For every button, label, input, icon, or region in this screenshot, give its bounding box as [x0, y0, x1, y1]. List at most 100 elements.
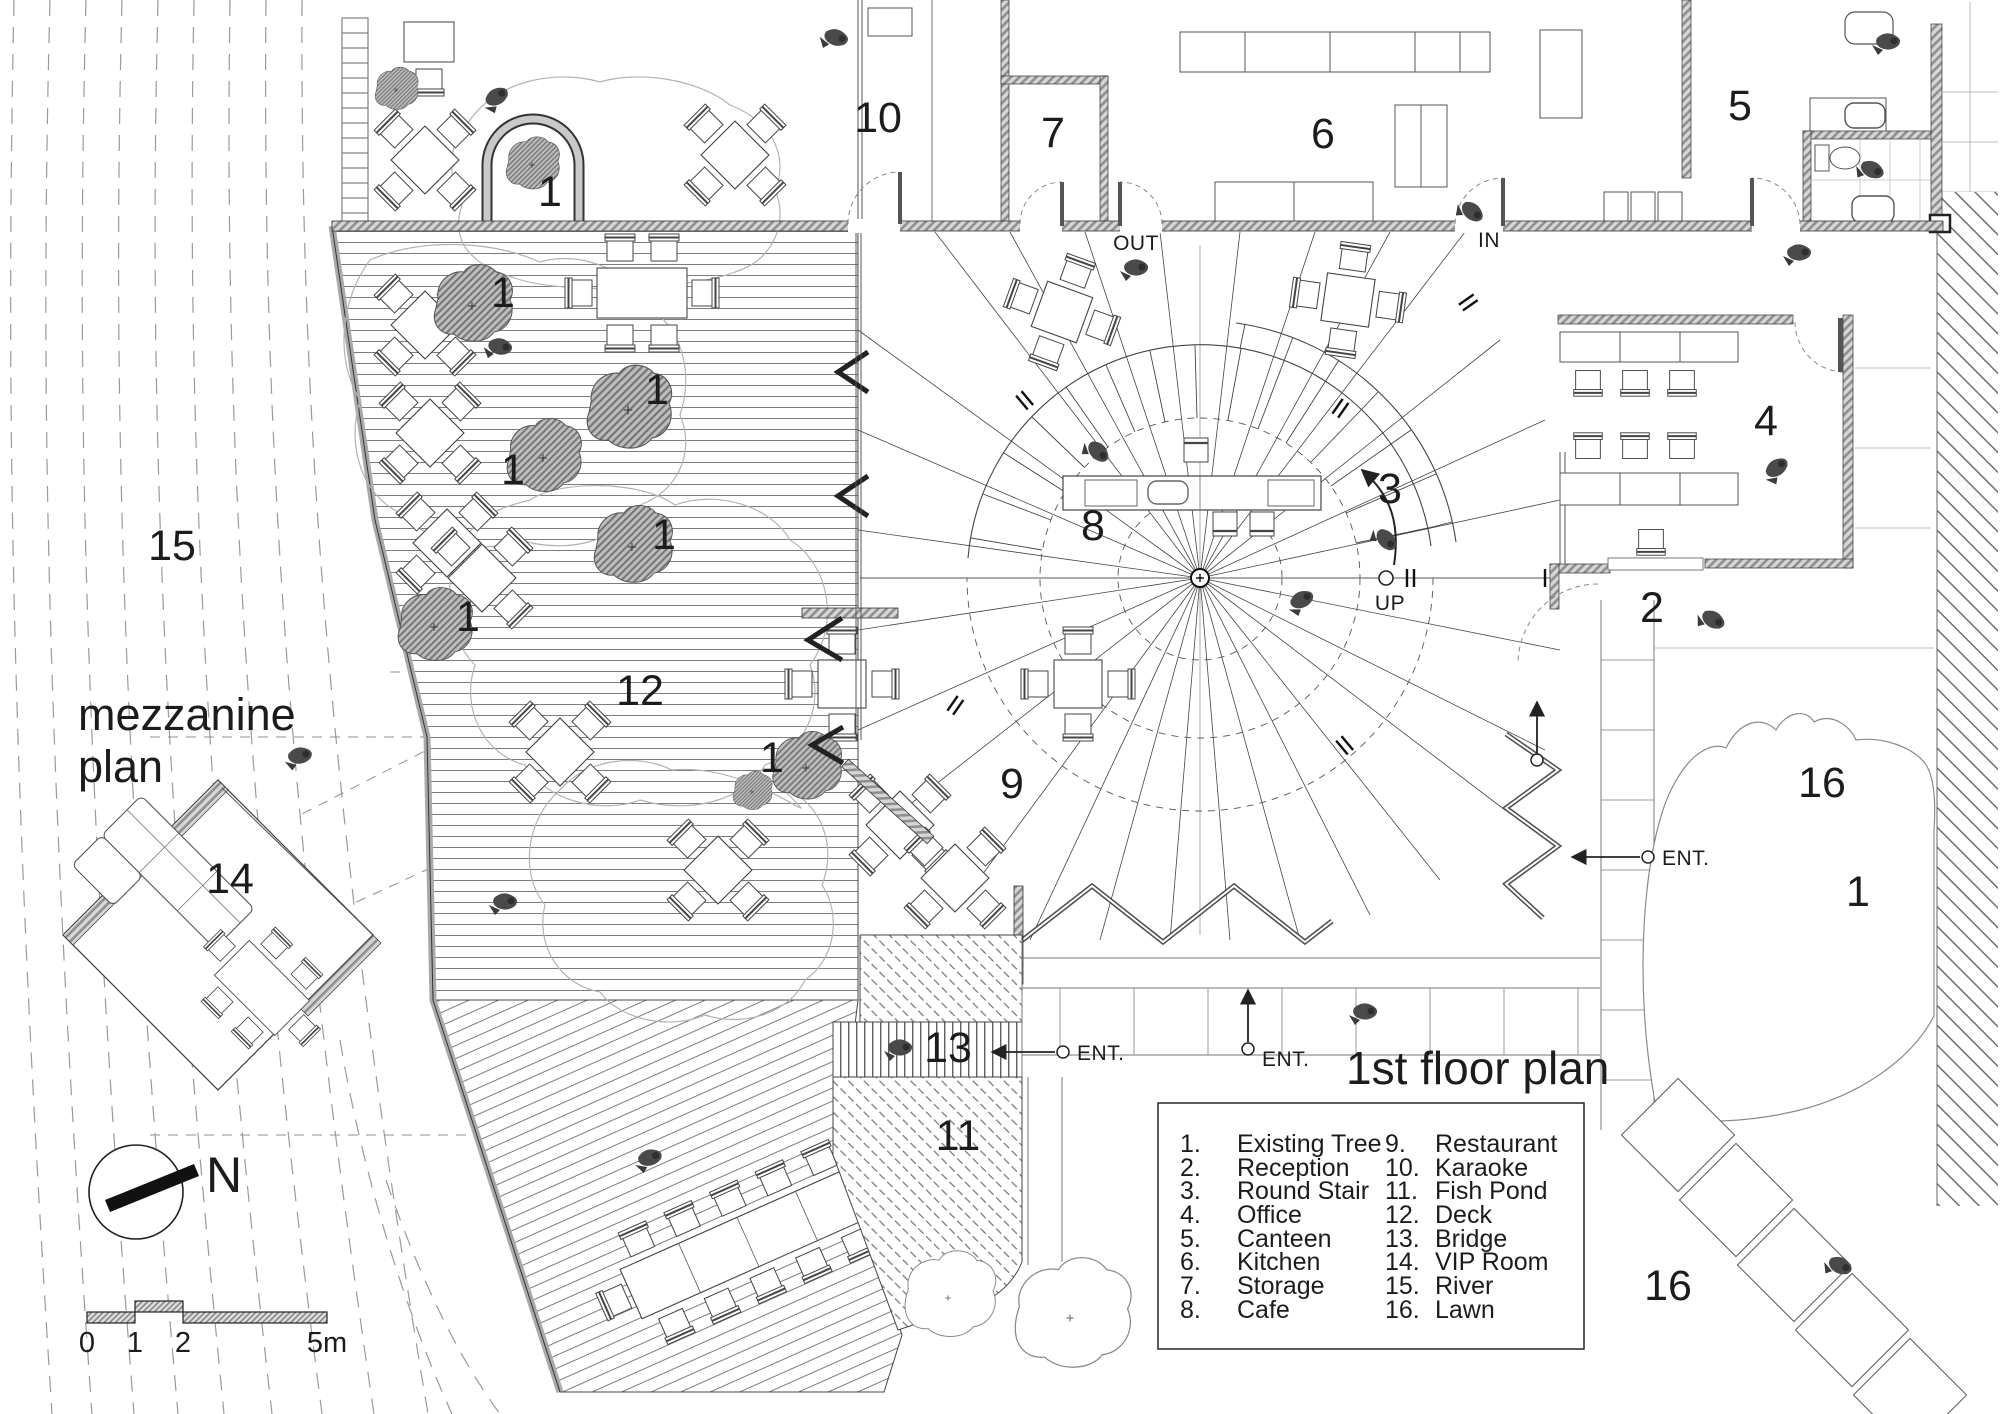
tree-label: 1: [501, 446, 525, 494]
legend-label: Existing Tree: [1237, 1130, 1382, 1158]
kitchen-counters: [1179, 29, 1583, 227]
tree-label: 1: [538, 168, 562, 216]
ent-label-restaurant: ENT.: [1262, 1048, 1310, 1071]
room-label-office: 4: [1754, 397, 1778, 445]
karaoke-cabinet: [867, 7, 913, 37]
cafe-counter: [1062, 436, 1322, 538]
vip-table: [200, 926, 324, 1050]
room-label-river: 15: [148, 522, 196, 570]
scale-tick-0: 0: [79, 1327, 95, 1359]
legend-label: Cafe: [1237, 1296, 1290, 1324]
tree-label: 1: [760, 734, 784, 782]
entrance-markers: [990, 848, 1655, 1061]
toilet-tank: [1814, 144, 1830, 172]
legend-num: 6.: [1180, 1248, 1201, 1276]
cafe-sink: [1147, 480, 1189, 505]
room-label-reception: 2: [1640, 584, 1664, 632]
room-label-bridge: 13: [924, 1024, 972, 1072]
north-compass: N: [88, 1144, 242, 1240]
office-desks: [1559, 331, 1739, 506]
legend-num: 9.: [1385, 1130, 1406, 1158]
terrace-stair: [341, 17, 369, 229]
legend-label: Deck: [1435, 1201, 1492, 1229]
legend-label: Office: [1237, 1201, 1302, 1229]
tree-label: 1: [456, 593, 480, 641]
legend-num: 15.: [1385, 1272, 1420, 1300]
legend-num: 4.: [1180, 1201, 1201, 1229]
up-label: UP: [1375, 592, 1405, 615]
mezzanine-caption-line1: mezzanine: [78, 689, 296, 740]
legend: 1. Existing Tree 2. Reception 3. Round S…: [1157, 1102, 1585, 1350]
room-label-round-stair: 3: [1378, 465, 1402, 513]
legend-num: 7.: [1180, 1272, 1201, 1300]
room-label-storage: 7: [1041, 109, 1065, 157]
room-label-deck: 12: [616, 667, 664, 715]
legend-num: 16.: [1385, 1296, 1420, 1324]
tree-label: 1: [1846, 868, 1870, 916]
room-label-restaurant: 9: [1000, 760, 1024, 808]
scale-tick-2: 2: [175, 1327, 191, 1359]
legend-label: Bridge: [1435, 1225, 1507, 1253]
scale-tick-1: 1: [127, 1327, 143, 1359]
room-label-cafe: 8: [1081, 502, 1105, 550]
dining-tables: [344, 21, 1412, 1363]
legend-label: River: [1435, 1272, 1493, 1300]
mezzanine-caption-line2: plan: [78, 741, 163, 792]
round-stair: [857, 231, 1561, 941]
door-swings: [847, 171, 1801, 225]
lawn-boundary: [1642, 713, 1936, 1122]
legend-num: 11.: [1385, 1177, 1418, 1205]
scale-tick-5m: 5m: [307, 1327, 347, 1359]
river-flow-lines: [10, 0, 501, 1414]
legend-label: Fish Pond: [1435, 1177, 1548, 1205]
office-room: [1517, 314, 1854, 663]
legend-num: 3.: [1180, 1177, 1201, 1205]
bathroom: [1802, 97, 1937, 227]
sink: [1844, 102, 1886, 129]
legend-box: [1157, 1102, 1585, 1350]
legend-num: 2.: [1180, 1154, 1201, 1182]
stepping-stone-path: [1620, 1077, 1968, 1414]
vip-sofa: [73, 797, 253, 947]
stair-up-arrow: [1360, 468, 1397, 566]
drawing-title: 1st floor plan: [1346, 1042, 1609, 1094]
toilet-bowl: [1829, 146, 1861, 170]
in-label: IN: [1478, 229, 1500, 252]
legend-label: Round Stair: [1237, 1177, 1369, 1205]
door-leaves: [898, 172, 1754, 226]
room-label-fish-pond: 11: [936, 1112, 981, 1160]
out-label: OUT: [1113, 232, 1159, 255]
radial-structure-lines: [857, 231, 1561, 941]
canteen-benches: [1603, 191, 1683, 223]
top-buildings: [341, 0, 1952, 234]
room-label-canteen: 5: [1728, 82, 1752, 130]
legend-label: Restaurant: [1435, 1130, 1557, 1158]
deck-area: [328, 225, 903, 1394]
main-front-wall: [331, 171, 1944, 233]
legend-label: Storage: [1237, 1272, 1325, 1300]
room-label-karaoke: 10: [854, 94, 902, 142]
hall-left-wall: [855, 232, 862, 740]
legend-num: 13.: [1385, 1225, 1420, 1253]
mezzanine-caption: mezzanine plan: [78, 689, 296, 792]
stair-treads: [970, 323, 1453, 551]
legend-label: Reception: [1237, 1154, 1350, 1182]
tree-label: 1: [652, 511, 676, 559]
north-label: N: [206, 1147, 242, 1203]
ent-label-bridge: ENT.: [1077, 1042, 1125, 1065]
legend-label: Kitchen: [1237, 1248, 1320, 1276]
tree-label: 1: [645, 366, 669, 414]
legend-label: Lawn: [1435, 1296, 1495, 1324]
room-label-lawn-south: 16: [1644, 1262, 1692, 1310]
legend-label: VIP Room: [1435, 1248, 1548, 1276]
legend-num: 14.: [1385, 1248, 1420, 1276]
room-label-kitchen: 6: [1311, 110, 1335, 158]
legend-num: 12.: [1385, 1201, 1420, 1229]
tree-label: 1: [491, 269, 515, 317]
legend-label: Canteen: [1237, 1225, 1332, 1253]
room-label-lawn: 16: [1798, 759, 1846, 807]
compass-needle: [105, 1164, 199, 1212]
up-start-marker: [1378, 570, 1394, 586]
ent-label-reception: ENT.: [1662, 847, 1710, 870]
